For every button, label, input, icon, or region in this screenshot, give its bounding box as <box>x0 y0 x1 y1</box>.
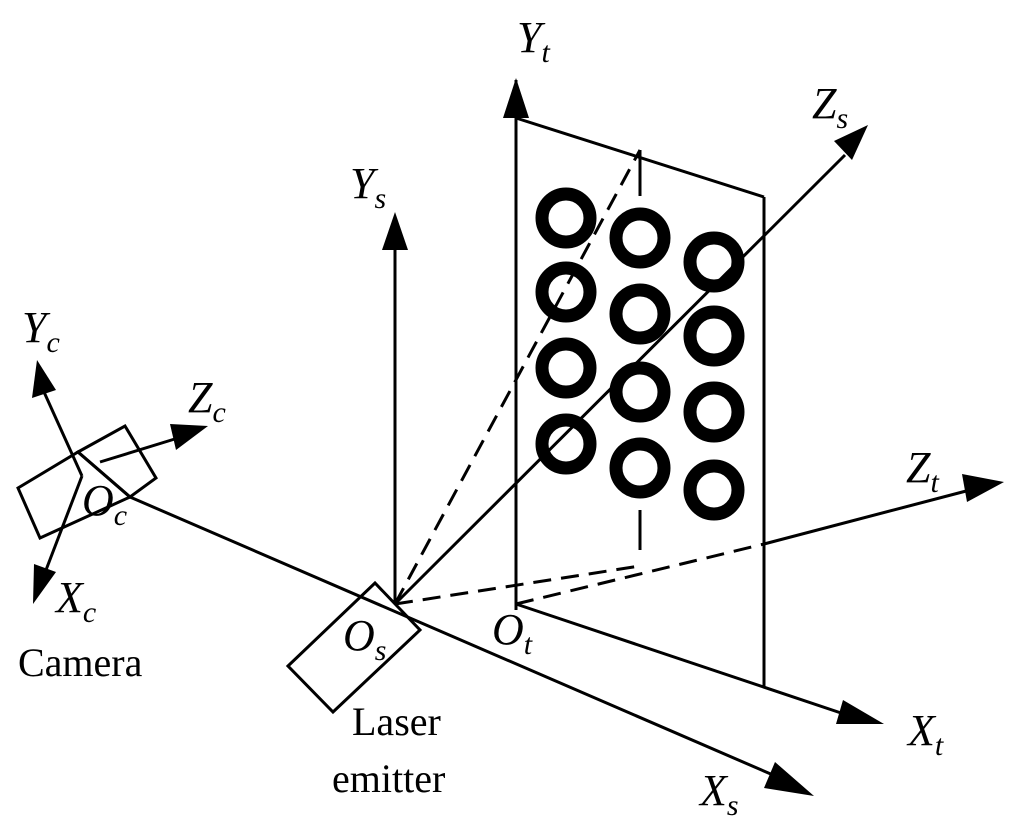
target-ring-0-2 <box>683 231 745 293</box>
xc-label: Xc <box>54 573 96 629</box>
target-ring-0-1 <box>609 207 671 269</box>
laser-label-line2: emitter <box>332 756 445 801</box>
ys-label: Ys <box>350 159 386 215</box>
target-ring-2-1 <box>609 361 671 423</box>
zt-arrowhead <box>962 474 1004 502</box>
target-ring-1-2 <box>683 305 745 367</box>
zt-label: Zt <box>906 443 939 499</box>
zc-label: Zc <box>188 373 226 429</box>
laser-emitter-box <box>285 580 423 715</box>
zs-axis <box>393 153 847 606</box>
target-rings <box>535 187 745 521</box>
ot-label: Ot <box>492 605 533 661</box>
laser-ray-lower <box>394 564 641 606</box>
xt-label: Xt <box>906 706 944 762</box>
target-ring-3-1 <box>609 437 671 499</box>
yc-arrowhead <box>32 360 56 398</box>
os-label: Os <box>343 611 386 667</box>
zs-arrowhead <box>834 125 868 160</box>
zt-axis-dashed <box>515 542 765 606</box>
target-ring-0-0 <box>535 187 597 249</box>
xt-arrowhead <box>836 700 884 724</box>
xs-label: Xs <box>698 766 739 822</box>
zc-axis <box>99 436 179 464</box>
xc-arrowhead <box>33 564 56 604</box>
target-ring-2-0 <box>535 337 597 399</box>
xt-axis <box>515 602 851 718</box>
laser-ray-upper <box>393 149 642 605</box>
xc-axis <box>44 475 84 571</box>
target-ring-3-2 <box>683 459 745 521</box>
yc-axis <box>42 391 84 477</box>
laser-label-line1: Laser <box>352 699 441 744</box>
zc-arrowhead <box>170 424 208 450</box>
yc-label: Yc <box>22 303 60 359</box>
oc-label: Oc <box>82 476 127 532</box>
ys-arrowhead <box>382 212 408 250</box>
target-ring-1-1 <box>609 283 671 345</box>
zt-axis <box>763 488 971 546</box>
xs-axis <box>129 495 781 780</box>
yt-arrowhead <box>503 78 529 118</box>
camera-box <box>16 423 158 540</box>
camera-label: Camera <box>18 640 143 685</box>
target-ring-2-2 <box>683 381 745 443</box>
zs-label: Zs <box>812 79 848 135</box>
target-ring-3-0 <box>535 413 597 475</box>
yt-label: Yt <box>517 13 550 69</box>
target-ring-1-0 <box>535 261 597 323</box>
xs-arrowhead <box>764 762 814 796</box>
